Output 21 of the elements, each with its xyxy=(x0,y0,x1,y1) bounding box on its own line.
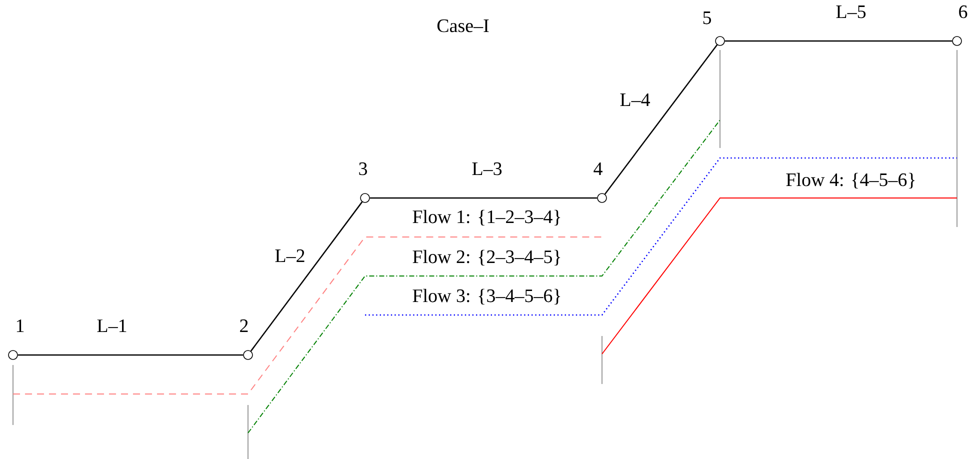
flow-label: Flow 4: {4–5–6} xyxy=(786,172,915,189)
line-segment xyxy=(18,354,244,356)
line-segment xyxy=(724,40,952,42)
node-label: 5 xyxy=(703,12,712,24)
node-label: 3 xyxy=(359,162,368,176)
flow-label: Flow 1: {1–2–3–4} xyxy=(412,210,560,226)
node-label: 1 xyxy=(16,319,24,332)
edge-label: L–3 xyxy=(470,161,504,176)
line-segment xyxy=(250,202,363,352)
node-label: 6 xyxy=(959,5,968,18)
line-segment xyxy=(370,197,598,199)
node-label: 4 xyxy=(594,162,602,175)
edge-label: L–4 xyxy=(618,92,652,107)
title: Case–I xyxy=(437,19,489,32)
flow-label: Flow 2: {2–3–4–5} xyxy=(412,250,560,266)
edge-label: L–2 xyxy=(274,248,306,263)
edge-label: L–5 xyxy=(834,4,868,20)
flow-label: Flow 3: {3–4–5–6} xyxy=(412,288,560,305)
node-label: 2 xyxy=(240,319,248,332)
line-segment xyxy=(604,44,718,194)
edge-label: L–1 xyxy=(96,318,128,333)
